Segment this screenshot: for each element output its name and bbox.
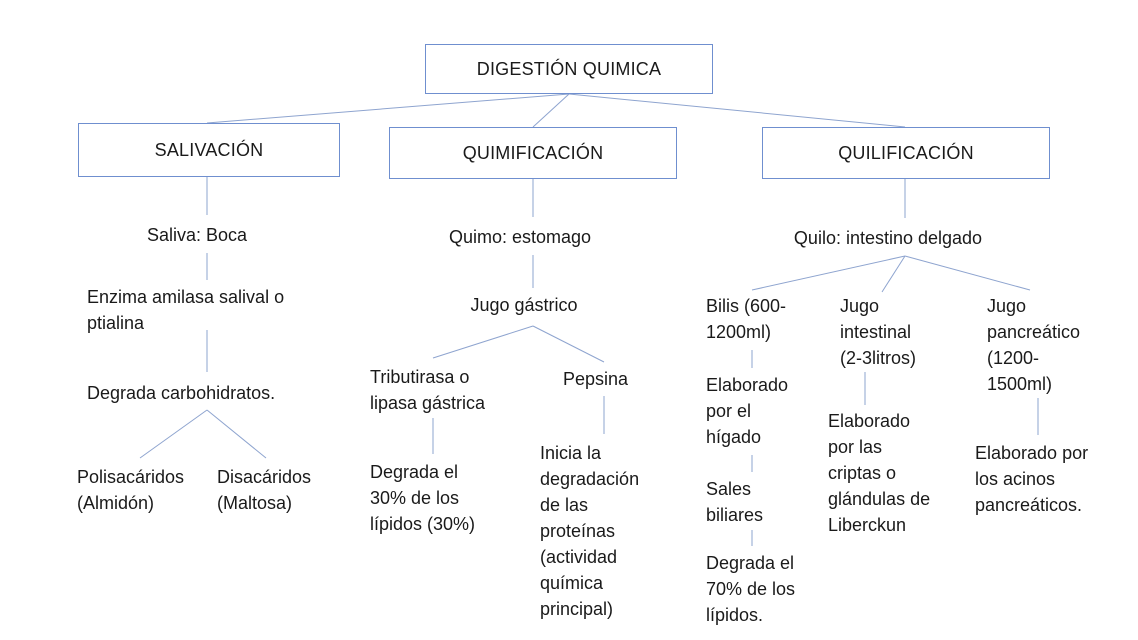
connector-quilificacion-pancreatic <box>904 255 1031 291</box>
bilis-source: Elaborado por el hígado <box>706 375 789 447</box>
connector-root-quimificacion <box>532 93 570 128</box>
quilificacion-title: QUILIFICACIÓN <box>838 142 974 163</box>
intestinal-source: Elaborado por las criptas o glándulas de… <box>828 411 931 535</box>
root-label: DIGESTIÓN QUIMICA <box>476 58 662 79</box>
salivacion-leaf-right: Disacáridos (Maltosa) <box>217 467 312 513</box>
root-box: DIGESTIÓN QUIMICA <box>425 44 713 94</box>
salivacion-title: SALIVACIÓN <box>154 139 264 160</box>
quimificacion-site: Quimo: estomago <box>448 227 592 247</box>
salivacion-box: SALIVACIÓN <box>78 123 340 177</box>
connector-quilificacion-bilis <box>751 255 906 291</box>
salivacion-leaf-left: Polisacáridos (Almidón) <box>77 467 185 513</box>
bilis-salts: Sales biliares <box>706 479 764 525</box>
quimificacion-action-left: Degrada el 30% de los lípidos (30%) <box>370 462 476 534</box>
quimificacion-enzyme-left: Tributirasa o lipasa gástrica <box>370 367 486 413</box>
connector-quilificacion-intestinal <box>881 255 906 293</box>
salivacion-enzyme: Enzima amilasa salival o ptialina <box>87 287 285 333</box>
quimificacion-enzyme-right: Pepsina <box>563 369 629 389</box>
pancreatic-source: Elaborado por los acinos pancreáticos. <box>975 443 1089 515</box>
salivacion-site: Saliva: Boca <box>146 225 248 245</box>
bilis-label: Bilis (600- 1200ml) <box>706 296 787 342</box>
pancreatic-label: Jugo pancreático (1200- 1500ml) <box>987 296 1081 394</box>
connector-root-quilificacion <box>568 93 906 128</box>
quilificacion-box: QUILIFICACIÓN <box>762 127 1050 179</box>
salivacion-action: Degrada carbohidratos. <box>87 383 276 403</box>
quimificacion-juice: Jugo gástrico <box>470 295 578 315</box>
quilificacion-site: Quilo: intestino delgado <box>793 228 983 248</box>
connector-root-salivacion <box>206 93 570 124</box>
quimificacion-title: QUIMIFICACIÓN <box>462 142 604 163</box>
intestinal-label: Jugo intestinal (2-3litros) <box>840 296 917 368</box>
connector-salivacion-leaf-left <box>139 409 208 459</box>
connector-salivacion-leaf-right <box>206 409 267 459</box>
connector-quimificacion-enzyme-right <box>532 325 605 363</box>
connector-quimificacion-enzyme-left <box>432 325 534 359</box>
quimificacion-box: QUIMIFICACIÓN <box>389 127 677 179</box>
bilis-action: Degrada el 70% de los lípidos. <box>706 553 796 625</box>
quimificacion-action-right: Inicia la degradación de las proteínas (… <box>540 443 640 619</box>
